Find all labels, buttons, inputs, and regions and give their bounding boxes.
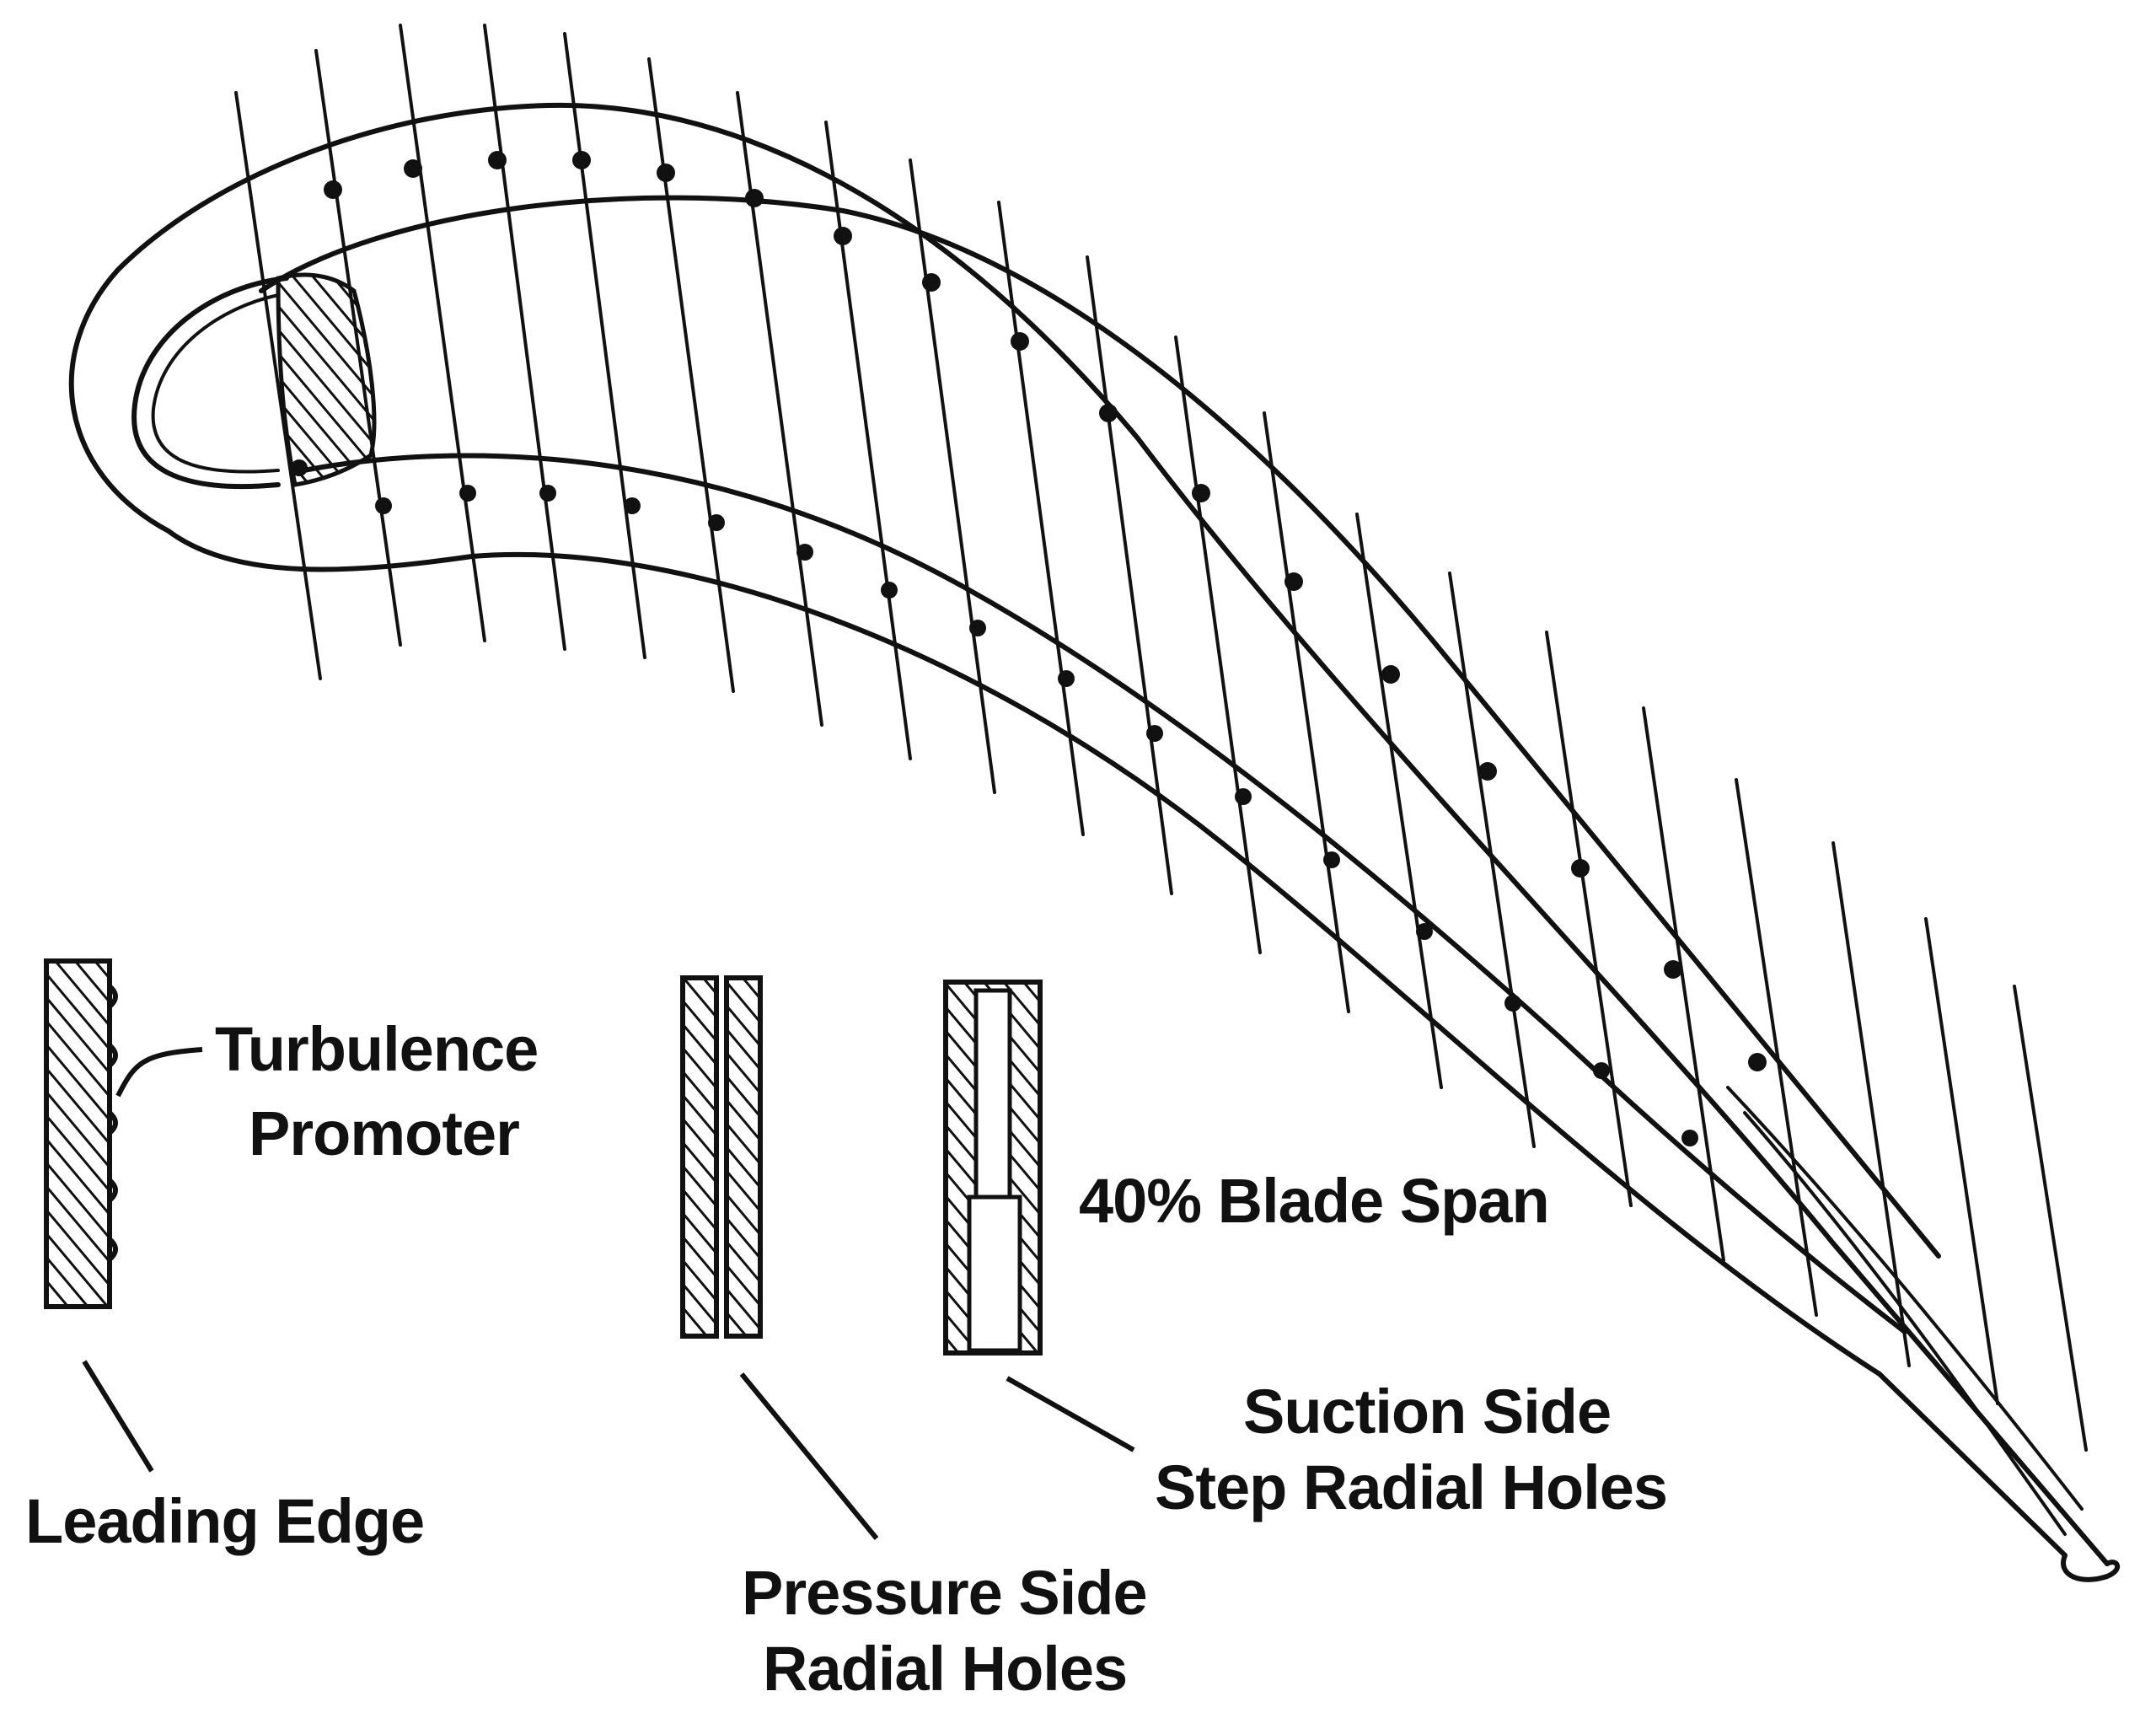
pressure-side-leader xyxy=(739,1372,879,1540)
suction-hole xyxy=(657,164,675,182)
suction-hole xyxy=(1011,332,1029,351)
suction-hole xyxy=(324,180,342,199)
turbulence-label-line1: Turbulence xyxy=(215,1014,538,1084)
section-line xyxy=(647,57,735,693)
section-line xyxy=(483,24,566,651)
section-line xyxy=(1642,706,1725,1262)
airfoil-blade xyxy=(68,102,2120,1582)
suction-hole xyxy=(572,151,591,169)
suction-hole xyxy=(1099,404,1118,422)
section-line xyxy=(1086,255,1173,895)
section-line xyxy=(1832,841,1911,1367)
pressure-hole xyxy=(624,497,641,514)
cooling-holes xyxy=(291,151,1767,1146)
section-line xyxy=(2013,985,2088,1452)
blade-trailing-edge xyxy=(2061,1553,2120,1582)
leading-edge-label: Leading Edge xyxy=(25,1486,424,1556)
section-line xyxy=(1448,572,1536,1148)
pressure-hole-wall-left xyxy=(680,975,719,1339)
pressure-hole xyxy=(708,514,725,531)
suction-hole xyxy=(1284,572,1303,591)
pressure-hole xyxy=(459,485,476,502)
leading-edge-hatched-region xyxy=(276,272,377,487)
suction-hole xyxy=(1748,1053,1767,1071)
section-line xyxy=(1355,513,1443,1089)
pressure-hole-wall-right xyxy=(724,975,763,1339)
pressure-hole xyxy=(796,544,813,561)
section-line xyxy=(736,91,823,727)
section-line xyxy=(1735,778,1818,1317)
pressure-hole xyxy=(539,485,556,502)
section-line xyxy=(1174,336,1262,954)
suction-side-detail xyxy=(943,980,1135,1452)
pressure-hole xyxy=(1416,923,1433,940)
leading-edge-channel xyxy=(44,958,112,1309)
suction-hole xyxy=(1478,762,1497,781)
pressure-hole xyxy=(881,582,898,599)
trailing-edge-slot xyxy=(1726,1086,2084,1536)
section-line xyxy=(399,24,486,642)
suction-hole xyxy=(1192,484,1210,502)
pressure-side-detail xyxy=(680,975,879,1540)
pressure-hole xyxy=(291,459,308,476)
suction-hole-bore-step xyxy=(967,1195,1022,1353)
suction-hole xyxy=(1571,859,1590,878)
section-line xyxy=(234,91,322,680)
pressure-hole xyxy=(1593,1062,1610,1079)
turbulence-label-line2: Promoter xyxy=(249,1098,519,1168)
section-line xyxy=(1545,631,1633,1207)
suction-hole xyxy=(488,151,507,169)
turbulence-promoter-bumps xyxy=(107,984,118,1262)
pressure-side-label-line2: Radial Holes xyxy=(763,1634,1127,1704)
pressure-hole xyxy=(1146,725,1163,742)
section-line xyxy=(314,49,402,647)
leading-edge-cavity xyxy=(131,276,289,490)
suction-side-label-line2: Step Radial Holes xyxy=(1155,1452,1667,1522)
suction-hole xyxy=(1664,960,1682,979)
suction-hole xyxy=(922,273,941,292)
turbulence-promoter-leader xyxy=(115,1047,203,1098)
pressure-hole xyxy=(1235,788,1252,805)
pressure-hole xyxy=(1058,670,1075,687)
suction-side-label-line1: Suction Side xyxy=(1243,1377,1611,1447)
suction-hole xyxy=(404,159,422,178)
suction-hole xyxy=(834,227,852,245)
leading-edge-cavity-inner xyxy=(151,293,280,474)
section-lines xyxy=(234,24,2088,1452)
leading-edge-leader xyxy=(82,1360,154,1473)
suction-hole xyxy=(1381,665,1400,684)
leading-edge-detail xyxy=(44,958,203,1473)
section-line xyxy=(997,201,1085,836)
section-line xyxy=(1263,411,1350,1013)
pressure-hole xyxy=(1323,851,1340,868)
blade-inner-suction-wall xyxy=(259,195,1941,1259)
section-line xyxy=(563,32,646,659)
pressure-hole xyxy=(969,620,986,636)
pressure-hole xyxy=(1681,1130,1698,1146)
pressure-hole xyxy=(1504,995,1521,1012)
pressure-hole xyxy=(375,497,392,514)
section-line xyxy=(1924,917,1999,1405)
section-line xyxy=(909,158,996,794)
suction-hole-bore-upper xyxy=(973,988,1012,1204)
suction-hole xyxy=(745,189,764,207)
blade-outer-profile xyxy=(68,102,2110,1566)
pressure-side-label-line1: Pressure Side xyxy=(742,1558,1147,1628)
blade-span-label: 40% Blade Span xyxy=(1079,1166,1549,1236)
suction-side-leader xyxy=(1006,1376,1135,1452)
